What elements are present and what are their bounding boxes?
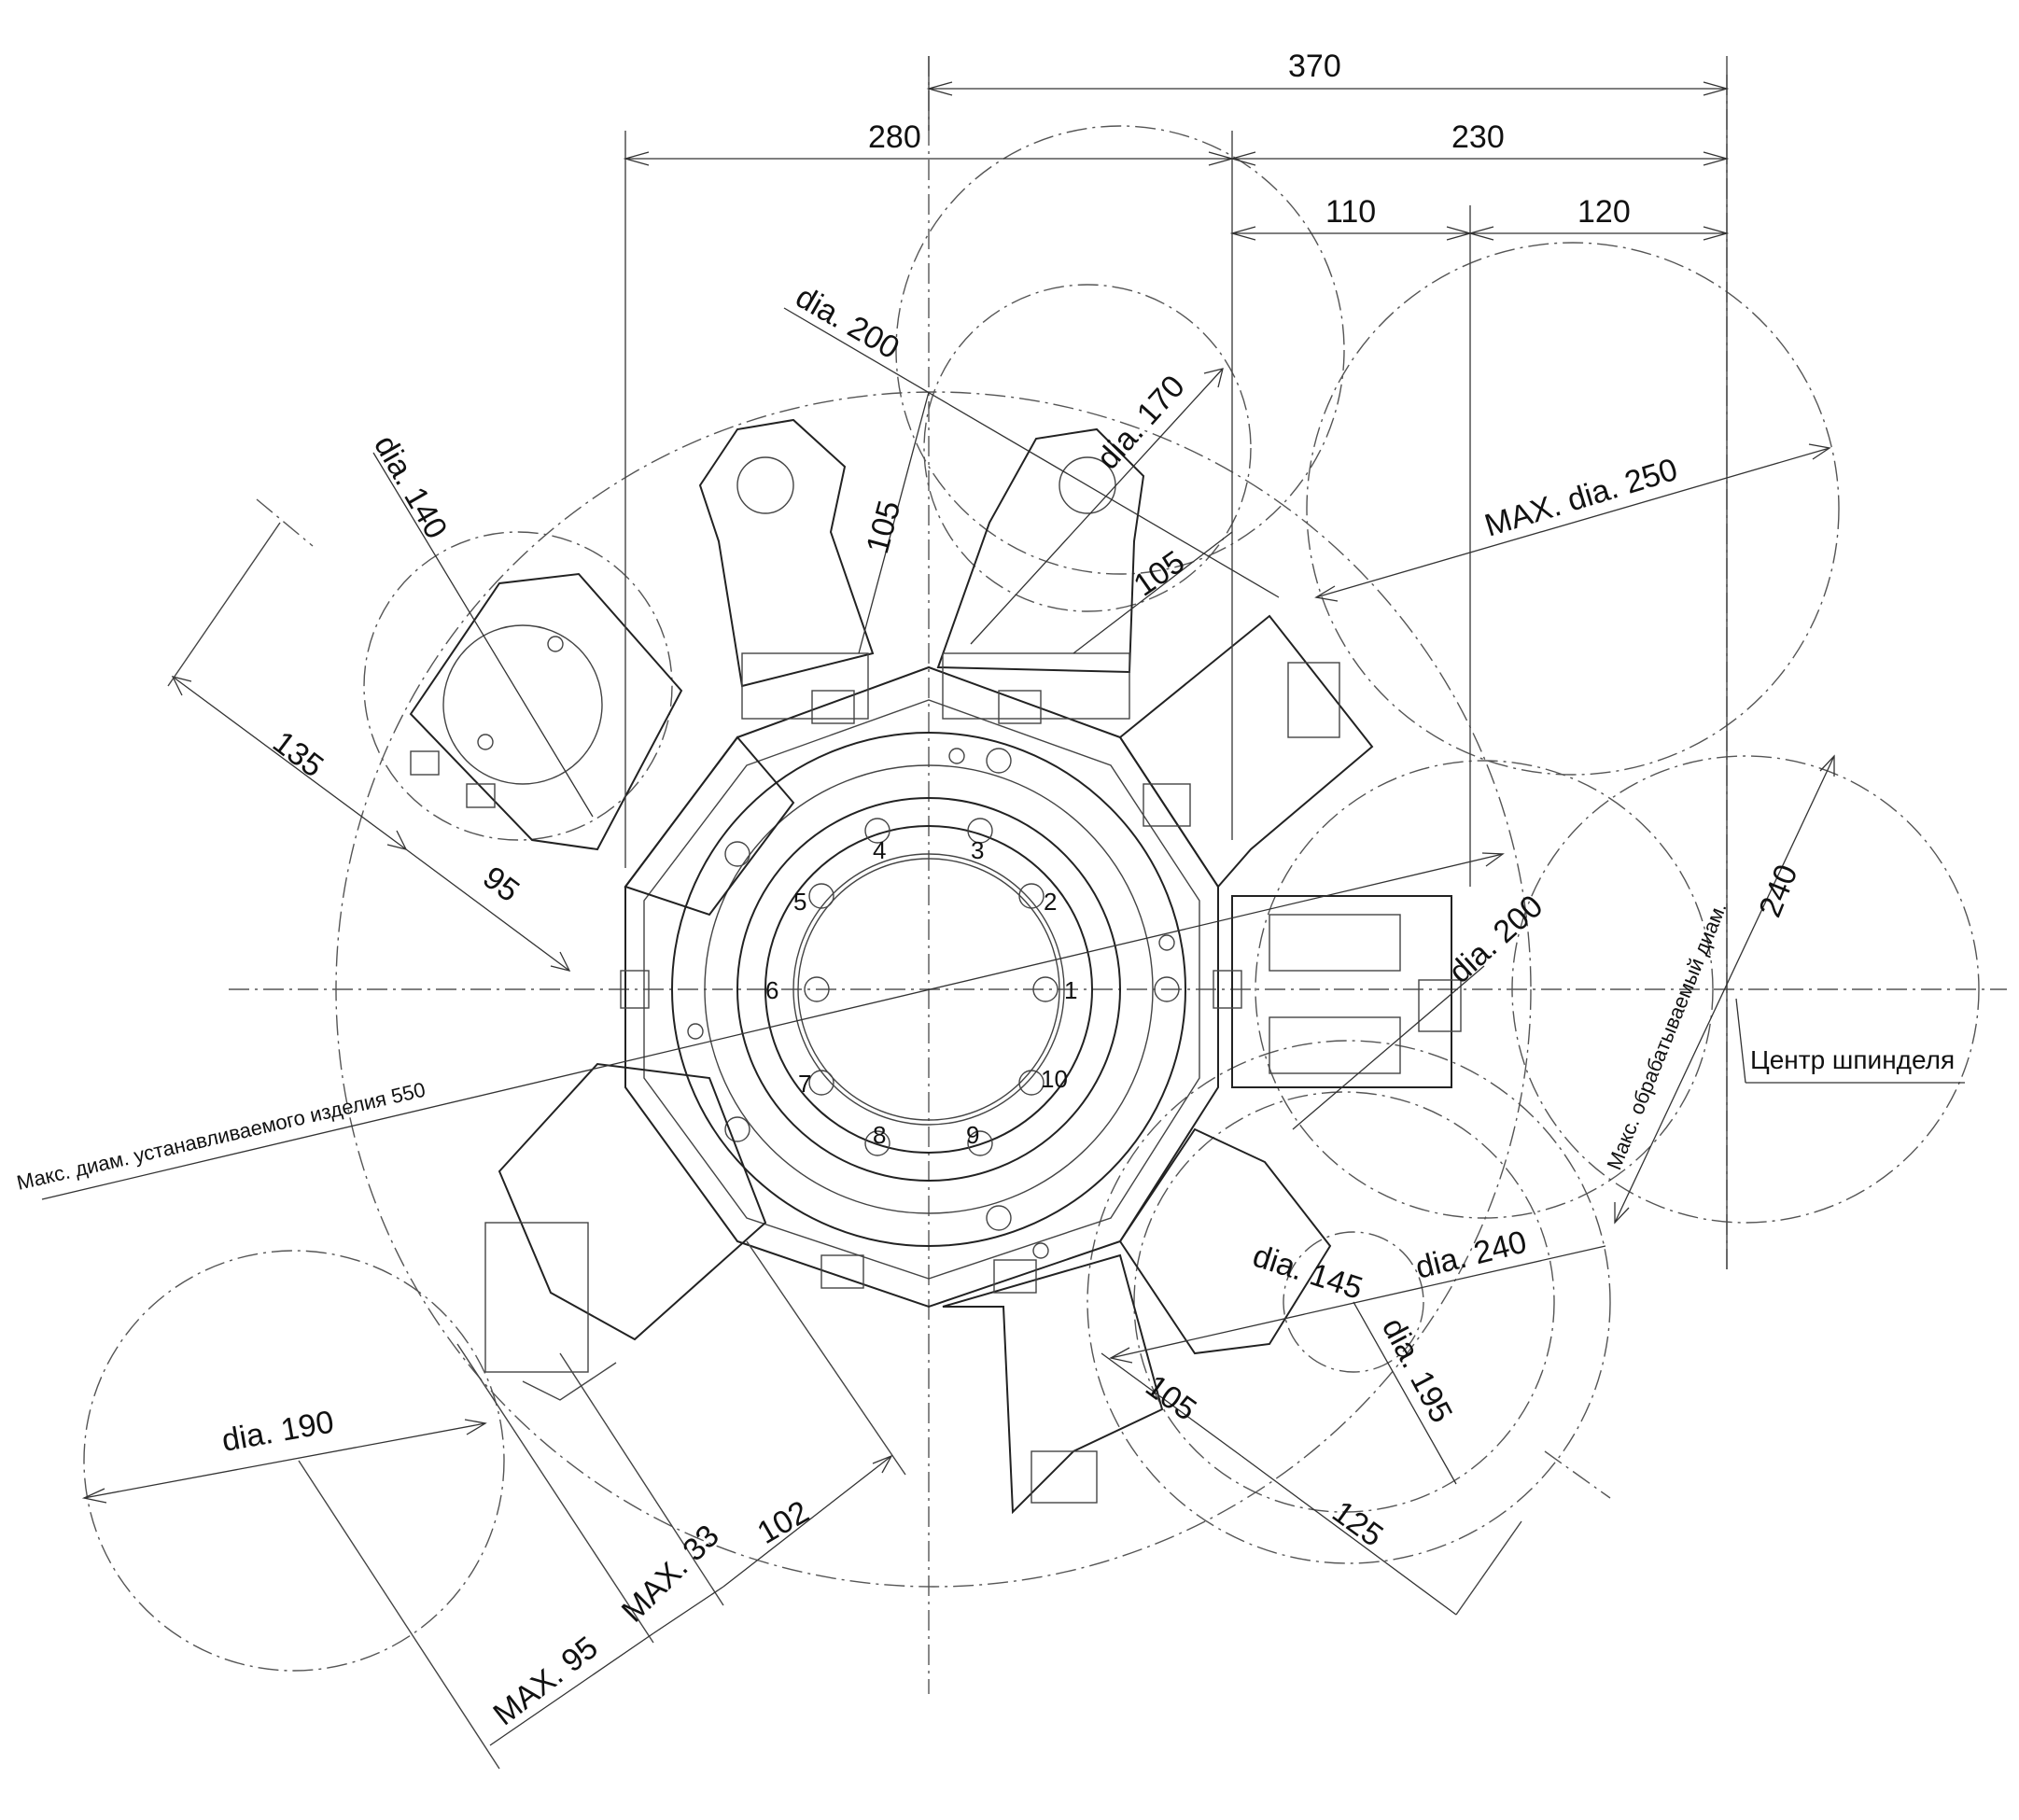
- station-number-6: 6: [765, 976, 778, 1004]
- top-dimensions: 370 280 230 110 120: [623, 49, 1730, 1269]
- station-number-4: 4: [873, 836, 886, 864]
- station-number-7: 7: [798, 1070, 811, 1098]
- max-workpiece-diameter-label: Макс. диам. устанавливаемого изделия 550: [15, 1078, 428, 1195]
- spindle-center-label: Центр шпинделя: [1750, 1045, 1955, 1074]
- dimension-280: 280: [868, 119, 921, 155]
- max-workpiece-leader: Макс. диам. устанавливаемого изделия 550: [15, 852, 1505, 1200]
- diameter-callouts: dia. 200 dia. 170 105 105 dia. 140 135 9…: [81, 279, 1831, 1616]
- dimension-230: 230: [1451, 119, 1505, 155]
- station-numbers: 1 2 3 4 5 6 7 8 9 10: [765, 818, 1077, 1156]
- max-33-label: MAX. 33: [615, 1519, 726, 1630]
- dimension-105-top: 105: [860, 497, 907, 557]
- envelope-circles: [83, 125, 1980, 1672]
- dimension-105-right: 105: [1128, 544, 1191, 604]
- dimension-105-lower: 105: [1139, 1368, 1202, 1428]
- station-number-2: 2: [1044, 888, 1057, 916]
- dimension-370: 370: [1288, 49, 1341, 84]
- dimension-125: 125: [1325, 1494, 1389, 1554]
- dia-195-label: dia. 195: [1375, 1312, 1459, 1429]
- max-machining-diameter-value: 240: [1752, 860, 1804, 922]
- max-dia-250-label: MAX. dia. 250: [1480, 452, 1681, 544]
- dia-140-label: dia. 140: [367, 429, 454, 545]
- tool-holders: [409, 418, 1462, 1515]
- station-number-1: 1: [1064, 976, 1077, 1004]
- station-number-8: 8: [873, 1121, 886, 1149]
- dia-190-label: dia. 190: [219, 1404, 337, 1458]
- spindle-center-callout: Центр шпинделя: [1735, 998, 1965, 1084]
- station-number-5: 5: [793, 888, 806, 916]
- max-machining-diameter-label: Макс. обрабатываемый диам.: [1602, 899, 1731, 1173]
- dimension-135: 135: [266, 724, 329, 784]
- station-number-10: 10: [1041, 1065, 1068, 1093]
- max-95-label: MAX. 95: [487, 1630, 605, 1732]
- station-number-9: 9: [966, 1121, 979, 1149]
- turret-body: [624, 665, 1219, 1309]
- dimension-95: 95: [476, 860, 526, 909]
- dia-200-right-label: dia. 200: [1442, 889, 1549, 990]
- dia-170-label: dia. 170: [1090, 369, 1192, 476]
- dimension-120: 120: [1577, 194, 1631, 230]
- dimension-102: 102: [751, 1494, 815, 1551]
- dimension-110: 110: [1325, 194, 1376, 230]
- station-number-3: 3: [971, 836, 984, 864]
- dia-200-top-label: dia. 200: [790, 279, 905, 366]
